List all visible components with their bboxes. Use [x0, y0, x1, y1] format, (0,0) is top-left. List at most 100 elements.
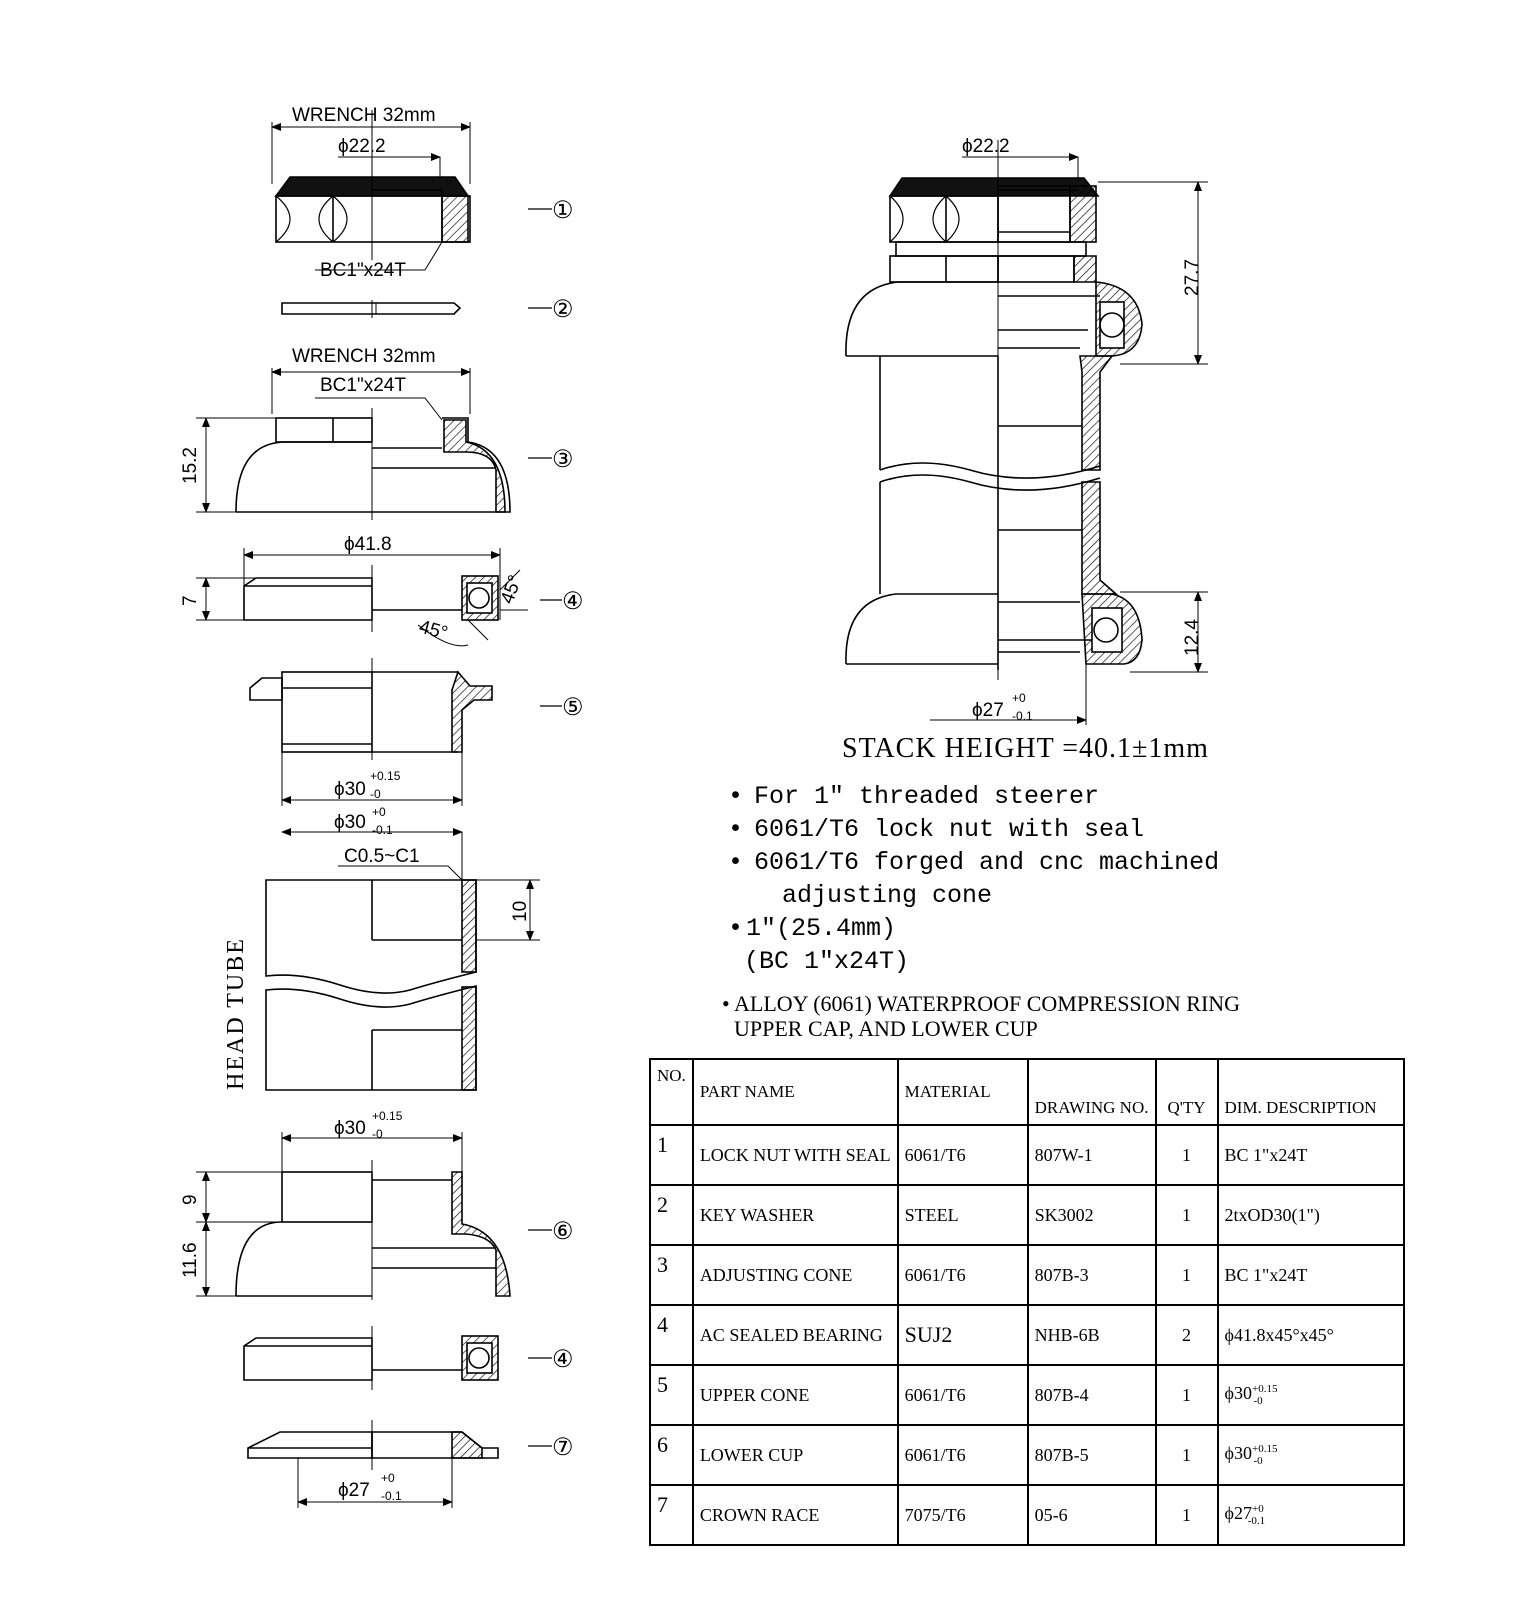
dim-base: ϕ30	[1224, 1443, 1252, 1464]
dim-angle-b: 45°	[417, 617, 450, 645]
cell-material: 6061/T6	[896, 1124, 1029, 1186]
part-lower-cup	[196, 1132, 552, 1300]
part-adjusting-cone	[196, 368, 552, 520]
dim-crown-sup: +0	[381, 1471, 395, 1485]
callout-6: ⑥	[552, 1219, 574, 1245]
head-tube	[265, 828, 540, 1091]
asm-dim-height-bottom: 12.4	[1182, 619, 1203, 656]
cell-material: 6061/T6	[896, 1424, 1029, 1486]
cell-name: CROWN RACE	[691, 1484, 899, 1546]
dim-sup: +0	[1251, 1503, 1264, 1516]
cell-qty: 1	[1154, 1484, 1219, 1546]
part-lock-nut	[271, 110, 552, 271]
header-qty: Q'TY	[1154, 1058, 1219, 1126]
feature-item-continued: adjusting cone	[782, 881, 993, 910]
cell-dim: ϕ30+0.15-0	[1216, 1364, 1405, 1426]
feature-item-continued: (BC 1"x24T)	[744, 947, 910, 976]
cell-material: 6061/T6	[896, 1244, 1029, 1306]
cell-no: 1	[649, 1124, 694, 1186]
dim-height-cone: 15.2	[180, 447, 201, 484]
cell-dim: BC 1"x24T	[1216, 1124, 1405, 1186]
dim-sub: -0	[1253, 1394, 1263, 1407]
cell-drawing: 807B-4	[1026, 1364, 1157, 1426]
dim-upper-cone-sub: -0	[370, 787, 381, 801]
part-key-washer	[281, 300, 552, 318]
table-row: 3 ADJUSTING CONE 6061/T6 807B-3 1 BC 1"x…	[649, 1244, 1405, 1306]
dim-dia-top: ϕ22.2	[338, 136, 386, 157]
feature-item: 1"(25.4mm)	[724, 912, 1324, 945]
cell-material: STEEL	[896, 1184, 1029, 1246]
part-bearing-bottom	[243, 1326, 552, 1390]
cell-qty: 1	[1154, 1364, 1219, 1426]
dim-thread-top: BC1"x24T	[320, 260, 406, 281]
cell-dim: ϕ41.8x45°x45°	[1216, 1304, 1405, 1366]
cell-name: LOWER CUP	[691, 1424, 899, 1486]
cell-drawing: 807B-3	[1026, 1244, 1157, 1306]
dim-height-tube: 10	[510, 901, 531, 922]
cell-drawing: 05-6	[1026, 1484, 1157, 1546]
cell-material: SUJ2	[896, 1304, 1029, 1366]
feature-item: 6061/T6 forged and cnc machined	[724, 846, 1324, 879]
cell-dim: ϕ27+0-0.1	[1216, 1484, 1405, 1546]
cell-dim: 2txOD30(1")	[1216, 1184, 1405, 1246]
cell-name: UPPER CONE	[691, 1364, 899, 1426]
cell-drawing: SK3002	[1026, 1184, 1157, 1246]
callout-2: ②	[552, 297, 574, 323]
header-part-name: PART NAME	[691, 1058, 899, 1126]
cell-name: AC SEALED BEARING	[691, 1304, 899, 1366]
cell-no: 7	[649, 1484, 694, 1546]
cell-name: LOCK NUT WITH SEAL	[691, 1124, 899, 1186]
part-bearing-top	[196, 548, 562, 647]
header-material: MATERIAL	[896, 1058, 1029, 1126]
cell-qty: 1	[1154, 1124, 1219, 1186]
asm-dim-dia-bottom-sub: -0.1	[1012, 709, 1033, 723]
cell-no: 4	[649, 1304, 694, 1366]
asm-dim-dia-bottom: ϕ27	[972, 700, 1004, 721]
feature-list: For 1" threaded steerer 6061/T6 lock nut…	[724, 780, 1324, 978]
dim-height-bearing: 7	[180, 595, 201, 606]
dim-wrench-cone: WRENCH 32mm	[292, 346, 436, 367]
dim-sub: -0.1	[1247, 1514, 1266, 1527]
callout-3: ③	[552, 447, 574, 473]
cell-qty: 1	[1154, 1184, 1219, 1246]
cell-no: 2	[649, 1184, 694, 1246]
feature-item: For 1" threaded steerer	[724, 780, 1324, 813]
dim-sup: +0.15	[1251, 1383, 1278, 1396]
table-row: 5 UPPER CONE 6061/T6 807B-4 1 ϕ30+0.15-0	[649, 1364, 1405, 1426]
cell-no: 5	[649, 1364, 694, 1426]
dim-dia-upper-cone: ϕ30	[334, 779, 366, 800]
dim-height-lower-b: 11.6	[180, 1242, 201, 1278]
header-dim: DIM. DESCRIPTION	[1216, 1058, 1405, 1126]
cell-dim: BC 1"x24T	[1216, 1244, 1405, 1306]
dim-crown-sub: -0.1	[381, 1489, 402, 1503]
dim-sup: +0.15	[1251, 1443, 1278, 1456]
dim-upper-cone-sup: +0.15	[370, 769, 401, 783]
dim-dia-tube: ϕ30	[334, 812, 366, 833]
cell-no: 3	[649, 1244, 694, 1306]
cell-material: 6061/T6	[896, 1364, 1029, 1426]
cell-qty: 1	[1154, 1244, 1219, 1306]
dim-lower-cup-sub: -0	[372, 1127, 383, 1141]
dim-wrench-top: WRENCH 32mm	[292, 105, 436, 126]
dim-dia-crown: ϕ27	[338, 1480, 370, 1501]
cell-qty: 1	[1154, 1424, 1219, 1486]
asm-dim-dia-bottom-sup: +0	[1012, 691, 1026, 705]
cell-no: 6	[649, 1424, 694, 1486]
cell-drawing: NHB-6B	[1026, 1304, 1157, 1366]
dim-dia-bearing: ϕ41.8	[344, 534, 392, 555]
asm-dim-height-top: 27.7	[1182, 259, 1203, 296]
callout-4b: ④	[552, 1347, 574, 1373]
feature-note: • ALLOY (6061) WATERPROOF COMPRESSION RI…	[722, 991, 1334, 1041]
asm-dim-dia-top: ϕ22.2	[962, 136, 1010, 157]
callout-4a: ④	[562, 589, 584, 615]
cell-drawing: 807W-1	[1026, 1124, 1157, 1186]
table-row: 6 LOWER CUP 6061/T6 807B-5 1 ϕ30+0.15-0	[649, 1424, 1405, 1486]
stack-height: STACK HEIGHT =40.1±1mm	[842, 733, 1209, 764]
dim-dia-lower-cup: ϕ30	[334, 1118, 366, 1139]
callout-7: ⑦	[552, 1435, 574, 1461]
dim-tube-sub: -0.1	[372, 823, 393, 837]
callout-5: ⑤	[562, 695, 584, 721]
part-upper-cone	[249, 658, 562, 806]
dim-angle-a: 45°	[497, 573, 527, 607]
dim-lower-cup-sup: +0.15	[372, 1109, 403, 1123]
